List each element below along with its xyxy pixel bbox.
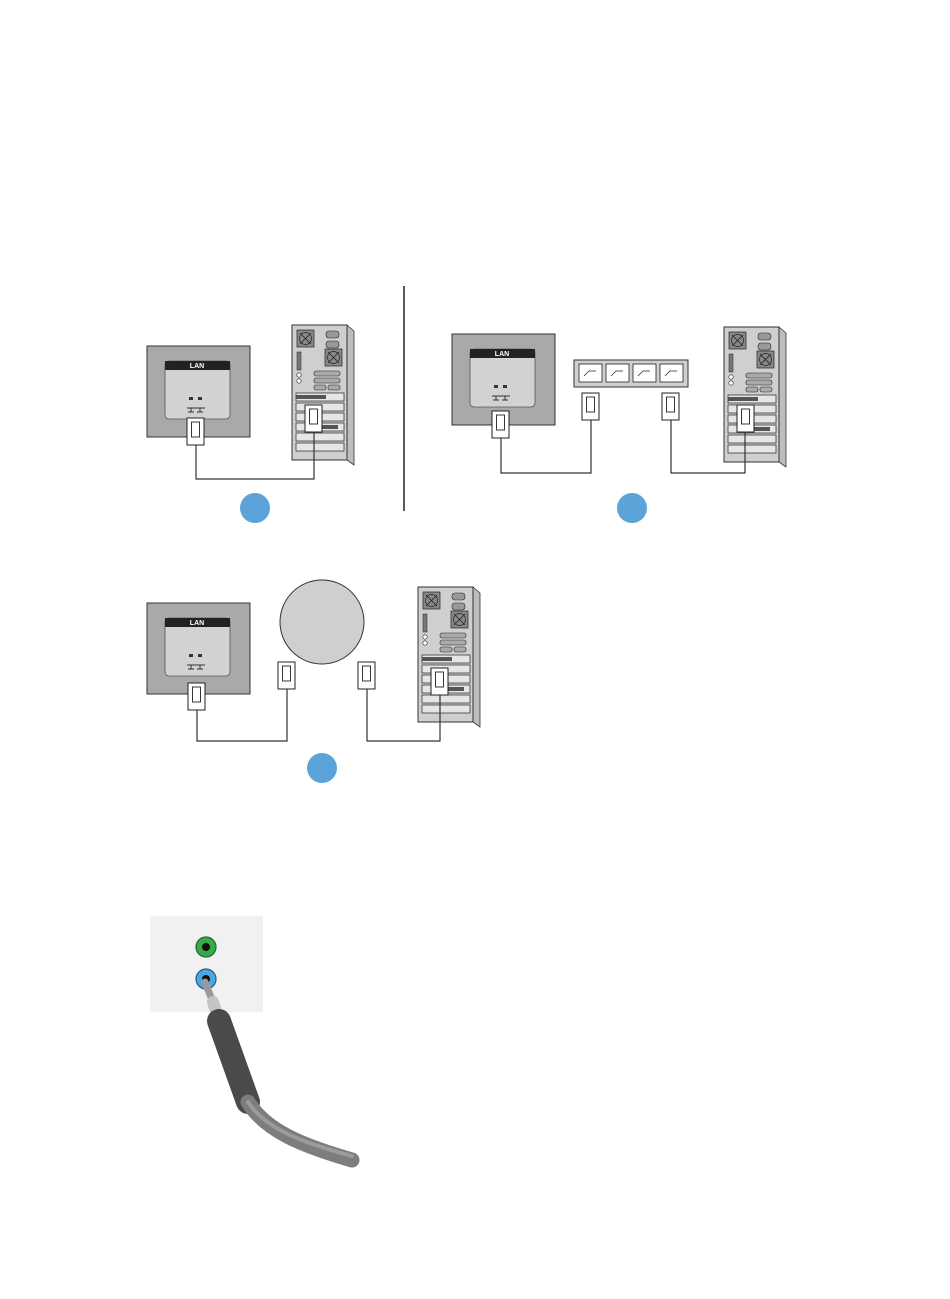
rj45-plug xyxy=(187,418,204,445)
diagram-hub-connection: LAN xyxy=(452,327,786,523)
rj45-plug xyxy=(358,662,375,689)
lan-cable xyxy=(197,688,287,741)
lan-cable xyxy=(501,418,591,473)
pc-tower xyxy=(292,325,354,465)
rj45-plug xyxy=(188,683,205,710)
step-marker xyxy=(617,493,647,523)
rj45-plug xyxy=(492,411,509,438)
step-marker xyxy=(307,753,337,783)
diagram-direct-connection: LAN xyxy=(147,325,354,523)
lan-port-label: LAN xyxy=(190,363,204,370)
lan-port-label: LAN xyxy=(190,620,204,627)
display-rear-panel: LAN xyxy=(147,603,250,694)
rj45-plug xyxy=(278,662,295,689)
network-cloud xyxy=(280,580,364,664)
rj45-plug xyxy=(305,405,322,432)
pc-tower xyxy=(418,587,480,727)
network-hub xyxy=(574,360,688,387)
rj45-plug xyxy=(582,393,599,420)
diagram-network-connection: LAN xyxy=(147,580,480,783)
audio-panel xyxy=(150,916,263,1012)
audio-connection-illustration xyxy=(150,916,352,1160)
step-marker xyxy=(240,493,270,523)
rj45-plug xyxy=(737,405,754,432)
rj45-plug xyxy=(431,668,448,695)
lan-port-label: LAN xyxy=(495,351,509,358)
rj45-plug xyxy=(662,393,679,420)
pc-tower xyxy=(724,327,786,467)
